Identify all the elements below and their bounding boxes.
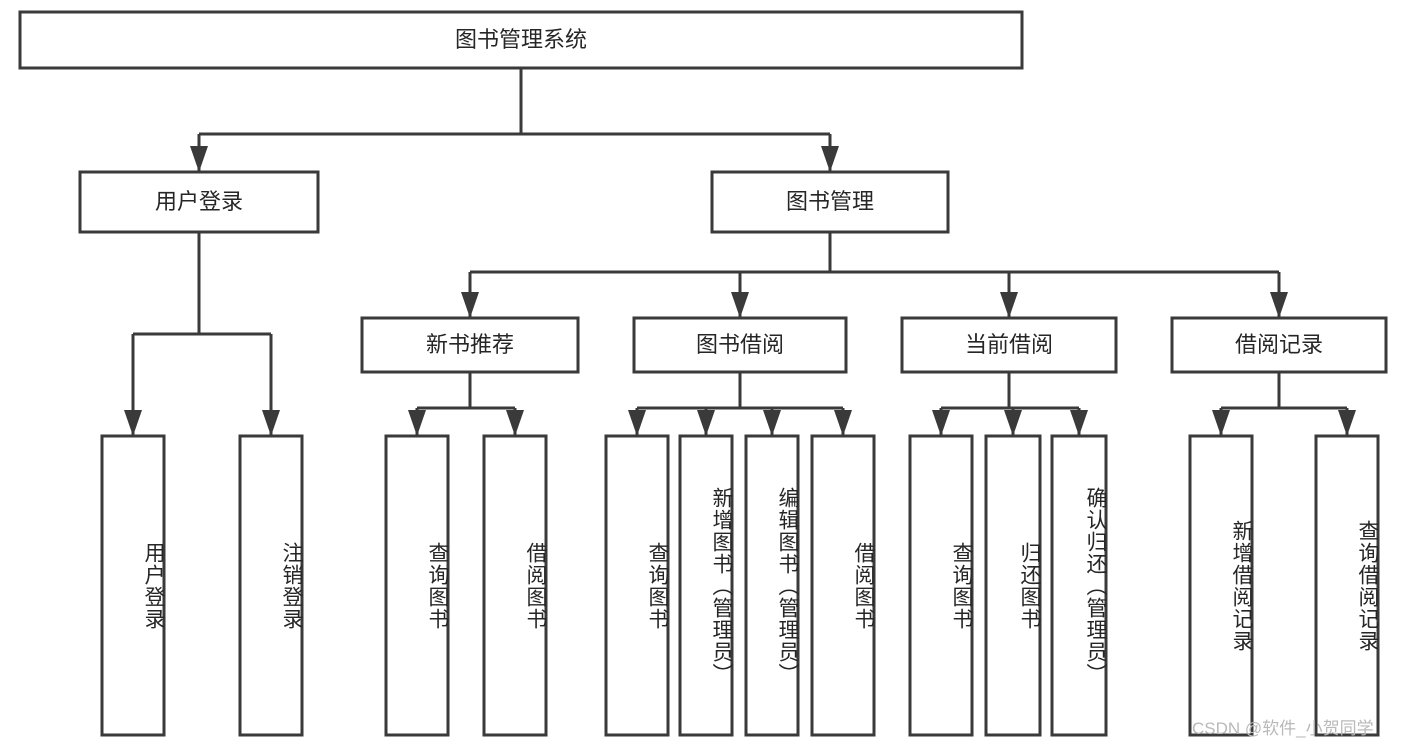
node-box-current-borrow[interactable] — [900, 316, 1118, 374]
node-box-leaf-query-book-1[interactable] — [384, 434, 450, 737]
node-box-leaf-query-borrow-record[interactable] — [1314, 434, 1380, 737]
node-label-book-manage: 图书管理 — [786, 189, 874, 214]
node-box-leaf-logout[interactable] — [238, 434, 304, 737]
arrow-head-icon — [1004, 410, 1022, 436]
node-box-leaf-borrow-book-2[interactable] — [810, 434, 876, 737]
arrow-head-icon — [461, 292, 479, 318]
arrow-head-icon — [262, 410, 280, 436]
arrow-head-icon — [124, 410, 142, 436]
node-box-leaf-query-book-2[interactable] — [604, 434, 670, 737]
node-box-leaf-return-book[interactable] — [984, 434, 1042, 737]
node-label-user-login: 用户登录 — [155, 189, 243, 214]
csdn-watermark: CSDN @软件_小贺同学 — [1192, 719, 1374, 738]
node-box-book-manage[interactable] — [710, 170, 950, 234]
node-box-leaf-user-login[interactable] — [100, 434, 166, 737]
node-label-current-borrow: 当前借阅 — [965, 332, 1053, 357]
arrow-head-icon — [506, 410, 524, 436]
node-box-borrow-record[interactable] — [1170, 316, 1388, 374]
node-box-leaf-add-book[interactable] — [678, 434, 734, 737]
connectors-layer — [124, 68, 1356, 436]
node-label-root: 图书管理系统 — [455, 27, 587, 52]
node-box-root[interactable] — [18, 10, 1024, 70]
arrow-head-icon — [1212, 410, 1230, 436]
node-box-book-borrow[interactable] — [632, 316, 848, 374]
node-label-borrow-record: 借阅记录 — [1235, 332, 1323, 357]
arrow-head-icon — [821, 146, 839, 172]
arrow-head-icon — [932, 410, 950, 436]
arrow-head-icon — [190, 146, 208, 172]
arrow-head-icon — [731, 292, 749, 318]
node-box-new-book-recommend[interactable] — [360, 316, 580, 374]
arrow-head-icon — [1270, 292, 1288, 318]
arrow-head-icon — [1338, 410, 1356, 436]
node-box-leaf-add-borrow-record[interactable] — [1188, 434, 1254, 737]
node-label-new-book-recommend: 新书推荐 — [426, 332, 514, 357]
arrow-head-icon — [408, 410, 426, 436]
arrow-head-icon — [697, 410, 715, 436]
arrow-head-icon — [763, 410, 781, 436]
arrow-head-icon — [1070, 410, 1088, 436]
arrow-head-icon — [1000, 292, 1018, 318]
node-box-leaf-borrow-book-1[interactable] — [482, 434, 548, 737]
arrow-head-icon — [628, 410, 646, 436]
node-box-leaf-confirm-return[interactable] — [1050, 434, 1108, 737]
node-label-book-borrow: 图书借阅 — [696, 332, 784, 357]
arrow-head-icon — [834, 410, 852, 436]
boxes-layer — [18, 10, 1388, 737]
node-box-user-login[interactable] — [78, 170, 320, 234]
node-box-leaf-edit-book[interactable] — [744, 434, 800, 737]
node-box-leaf-query-book-3[interactable] — [908, 434, 974, 737]
